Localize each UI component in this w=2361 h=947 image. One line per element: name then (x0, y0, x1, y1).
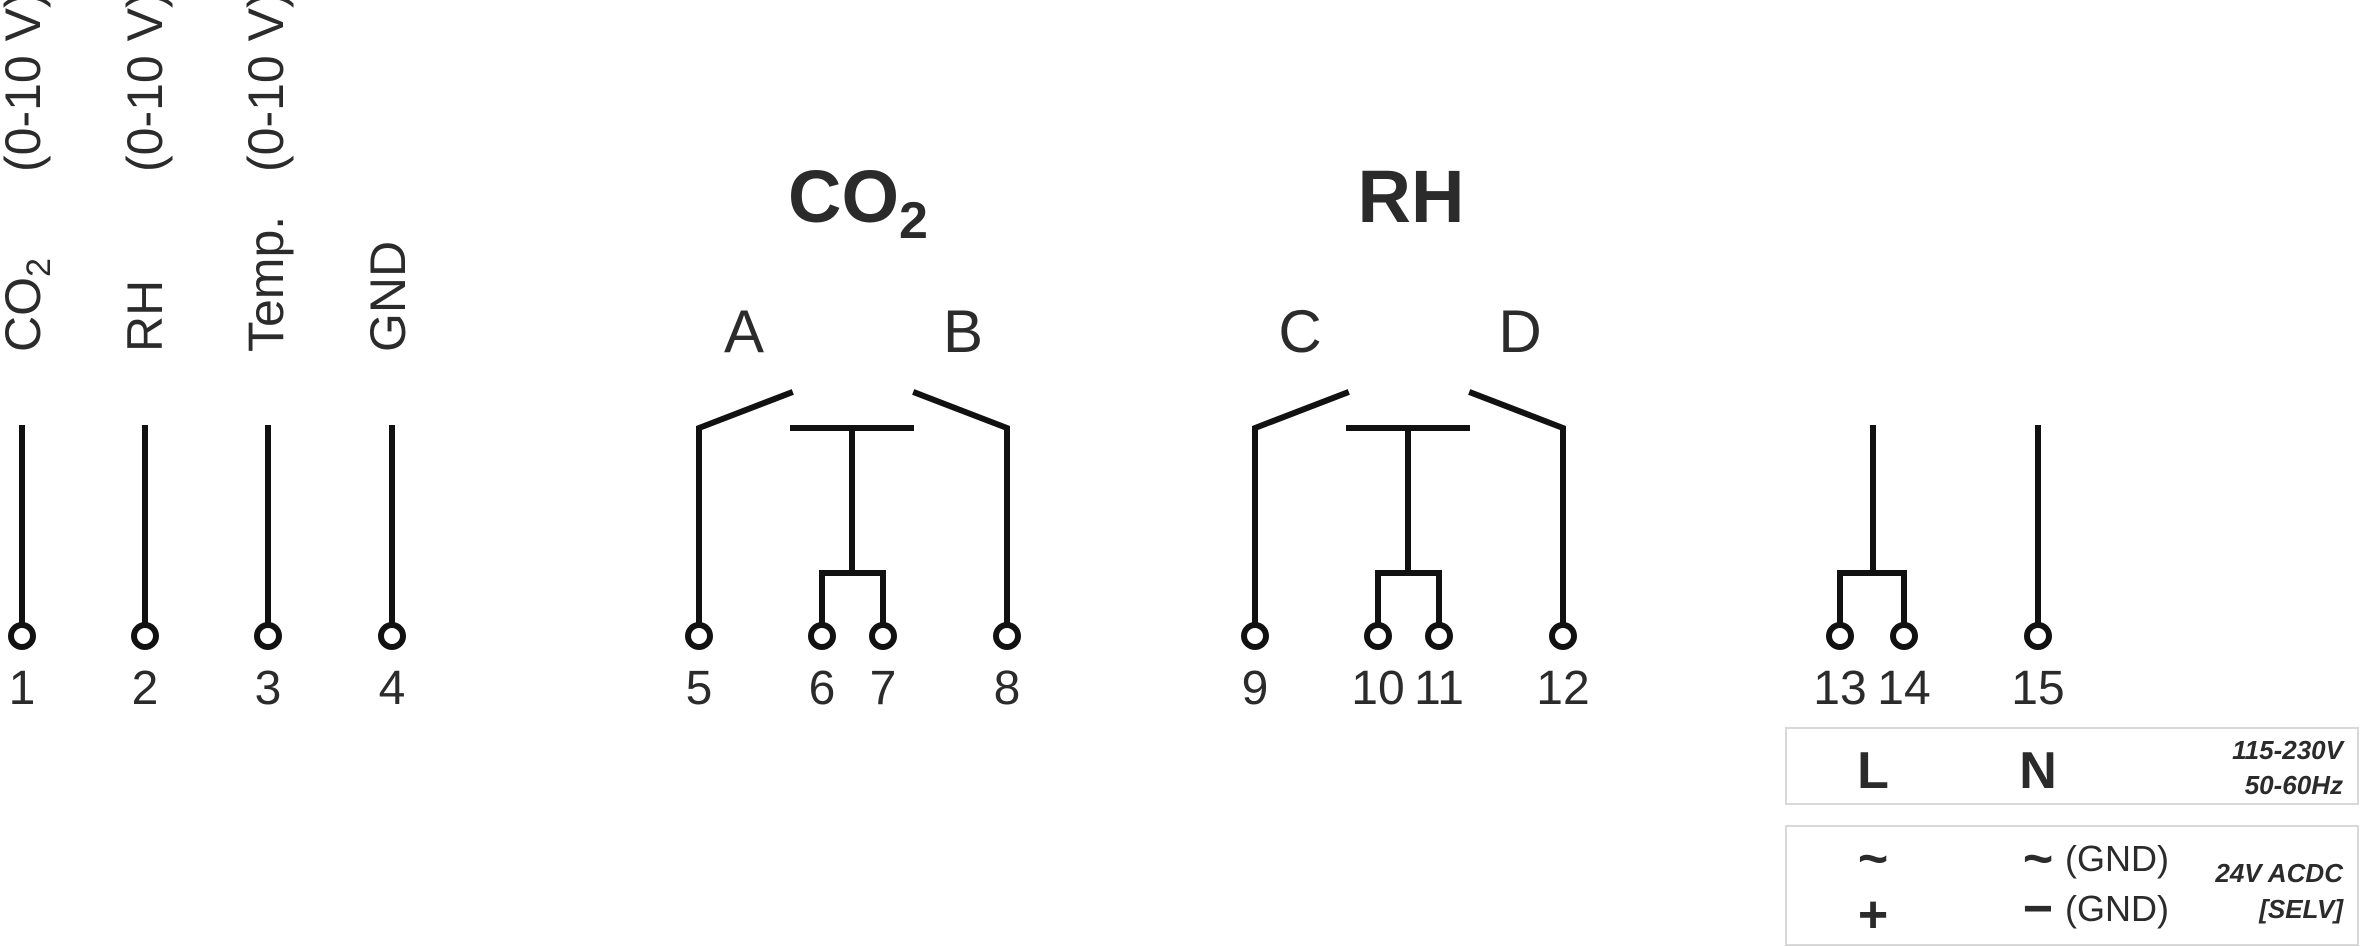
relay-co2-common-split (819, 570, 886, 629)
supply-dc-frame (1785, 825, 2359, 946)
supply-dc-n-top: ~ (2023, 830, 2053, 888)
terminal-4 (378, 622, 406, 650)
terminal-number-2: 2 (132, 662, 159, 715)
rh-input-label: RH (117, 280, 173, 352)
terminal-number-3: 3 (255, 662, 282, 715)
terminal-circles (8, 622, 2052, 650)
terminal-7 (869, 622, 897, 650)
gnd-input-label: GND (360, 241, 416, 352)
terminal-number-11: 11 (1414, 662, 1464, 715)
rh-relay-group: RH C D (1252, 155, 1566, 629)
supply-ac-frame (1785, 727, 2359, 805)
terminal-number-8: 8 (994, 662, 1021, 715)
terminal-12 (1549, 622, 1577, 650)
co2-input-range: (0-10 V) (0, 0, 51, 172)
co2-input-label: CO2 (0, 258, 58, 352)
terminal-15 (2024, 622, 2052, 650)
terminal-3 (254, 622, 282, 650)
terminal-5 (685, 622, 713, 650)
terminal-number-4: 4 (379, 662, 406, 715)
power-wires (1837, 425, 2041, 629)
relay-d-label: D (1498, 298, 1541, 365)
relay-b-label: B (943, 298, 983, 365)
terminal-number-13: 13 (1813, 662, 1866, 715)
terminal-8 (993, 622, 1021, 650)
terminal-14 (1890, 622, 1918, 650)
terminal-number-7: 7 (870, 662, 897, 715)
relay-d-contact (1468, 389, 1566, 629)
supply-l-label: L (1857, 742, 1889, 800)
input-labels: CO2 (0-10 V) RH (0-10 V) Temp. (0-10 V) … (0, 0, 416, 352)
terminal-number-15: 15 (2011, 662, 2064, 715)
terminal-number-14: 14 (1877, 662, 1930, 715)
terminal-number-12: 12 (1536, 662, 1589, 715)
relay-rh-common-split (1375, 570, 1442, 629)
co2-group-title: CO2 (788, 155, 928, 250)
rh-input-range: (0-10 V) (117, 0, 173, 172)
supply-dc-n-bottom-gnd: (GND) (2065, 888, 2169, 929)
supply-dc-l-bottom: + (1858, 886, 1888, 944)
supply-n-label: N (2019, 742, 2057, 800)
input-wires (19, 425, 395, 629)
temp-input-range: (0-10 V) (238, 0, 294, 172)
supply-dc-selv: [SELV] (2258, 894, 2344, 924)
terminal-number-10: 10 (1351, 662, 1404, 715)
relay-a-contact (696, 389, 794, 629)
rh-group-title: RH (1358, 155, 1465, 238)
co2-relay-group: CO2 A B (696, 155, 1010, 629)
relay-a-label: A (724, 298, 764, 365)
terminal-1 (8, 622, 36, 650)
terminal-10 (1364, 622, 1392, 650)
terminal-13 (1826, 622, 1854, 650)
supply-dc-voltage: 24V ACDC (2214, 858, 2344, 888)
supply-dc-box: ~ + ~ (GND) − (GND) 24V ACDC [SELV] (1785, 825, 2359, 946)
relay-c-contact (1252, 389, 1350, 629)
terminal-number-6: 6 (809, 662, 836, 715)
terminal-2 (131, 622, 159, 650)
terminal-9 (1241, 622, 1269, 650)
relay-c-label: C (1278, 298, 1321, 365)
wire-l-split (1837, 570, 1907, 629)
supply-ac-voltage: 115-230V (2232, 735, 2345, 765)
terminal-number-9: 9 (1242, 662, 1269, 715)
supply-dc-n-bottom: − (2023, 880, 2053, 938)
terminal-number-1: 1 (9, 662, 36, 715)
supply-ac-frequency: 50-60Hz (2245, 770, 2343, 800)
terminal-number-5: 5 (686, 662, 713, 715)
relay-b-contact (912, 389, 1010, 629)
terminal-6 (808, 622, 836, 650)
supply-dc-n-top-gnd: (GND) (2065, 838, 2169, 879)
temp-input-label: Temp. (238, 216, 294, 352)
supply-ac-box: L N 115-230V 50-60Hz (1785, 727, 2359, 805)
terminal-11 (1425, 622, 1453, 650)
supply-dc-l-top: ~ (1858, 830, 1888, 888)
